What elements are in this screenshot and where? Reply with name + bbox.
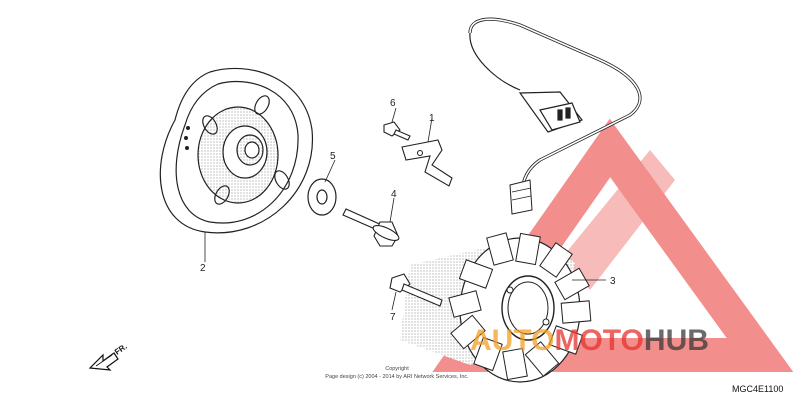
callout-7: 7 [390,312,396,323]
flywheel-rotor-part-2 [159,67,314,262]
callout-6: 6 [390,98,396,109]
watermark-brand-part-2: MOTO [554,324,643,357]
copyright-line-2: Page design (c) 2004 - 2014 by ARI Netwo… [325,374,469,380]
wire-connector-plug [518,91,583,133]
callout-2: 2 [200,263,206,274]
washer-part-5 [307,159,337,216]
cord-clamp-part-1 [401,117,453,187]
callout-3: 3 [610,276,616,287]
svg-text:AUTOMOTOHUB: AUTOMOTOHUB [470,324,709,357]
copyright-line-1: Copyright [385,366,409,372]
flange-bolt-part-4 [342,197,400,247]
watermark-brand-part-3: HUB [644,324,709,357]
stator-wire-harness [468,17,642,215]
long-bolt-part-7 [389,273,443,311]
callout-1: 1 [429,113,435,124]
callout-5: 5 [330,151,336,162]
callout-4: 4 [391,189,397,200]
front-direction-arrow-icon [88,352,119,371]
watermark-brand-text: AUTOMOTOHUB [470,324,709,357]
stator-part-3 [400,232,606,383]
diagram-code: MGC4E1100 [732,384,783,394]
small-bolt-part-6 [383,107,411,141]
watermark-brand-part-1: AUTO [470,324,554,357]
